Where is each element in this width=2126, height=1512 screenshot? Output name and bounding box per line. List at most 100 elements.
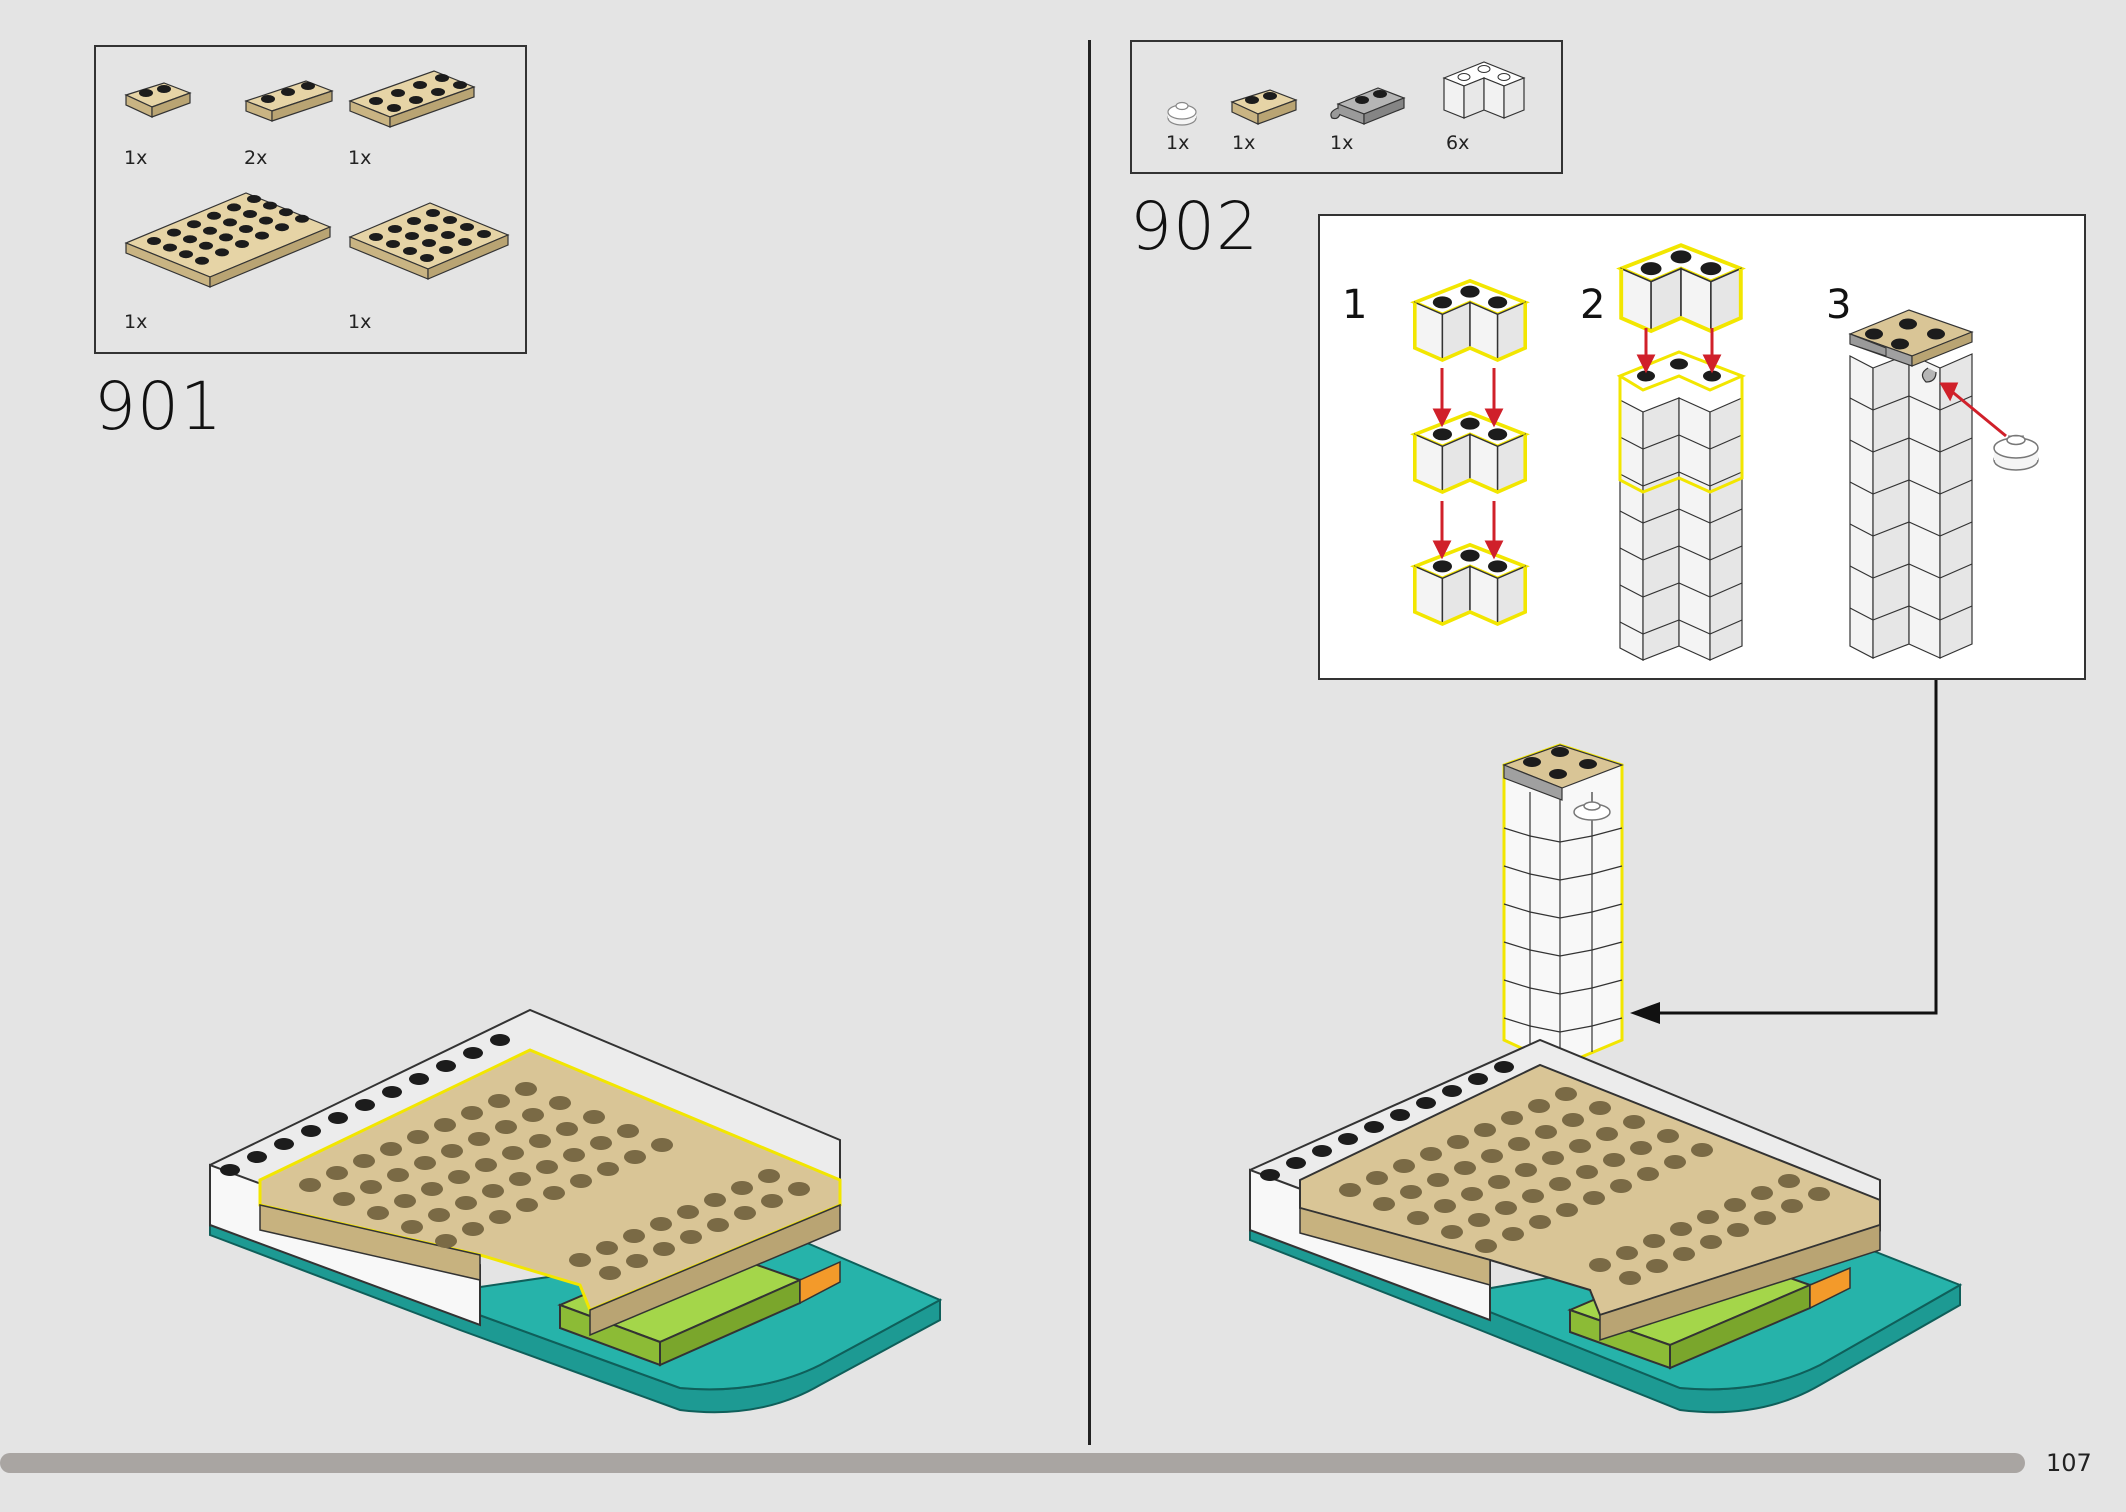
stud (274, 1138, 294, 1150)
stud (428, 1208, 450, 1222)
part-plate-1x3-icon (244, 80, 334, 122)
stud (387, 1168, 409, 1182)
stud (434, 1118, 456, 1132)
stud (569, 1253, 591, 1267)
stud (704, 1193, 726, 1207)
stud (367, 1206, 389, 1220)
stud (275, 223, 289, 232)
stud (1576, 1165, 1598, 1179)
stud (462, 1222, 484, 1236)
stud (369, 233, 383, 241)
stud (1751, 1186, 1773, 1200)
stud (1556, 1203, 1578, 1217)
stud (482, 1184, 504, 1198)
stud (1508, 1137, 1530, 1151)
stud (463, 1047, 483, 1059)
stud (563, 1148, 585, 1162)
part-qty: 1x (1166, 132, 1190, 154)
stud (490, 1034, 510, 1046)
stud (355, 1099, 375, 1111)
stud (590, 1136, 612, 1150)
stud (255, 231, 269, 240)
stud (279, 208, 293, 217)
stud (1623, 1115, 1645, 1129)
stud (147, 237, 161, 245)
stud (1569, 1139, 1591, 1153)
column-stack (1616, 350, 1746, 661)
stud (1673, 1247, 1695, 1261)
white-brick-tower (1502, 743, 1624, 1068)
stud (489, 1210, 511, 1224)
part-round-plate-icon (1167, 101, 1197, 126)
stud (468, 1132, 490, 1146)
stud (301, 1125, 321, 1137)
stud (380, 1142, 402, 1156)
stud (409, 1073, 429, 1085)
substep-3-illustration (1848, 309, 2039, 659)
stud (1637, 1167, 1659, 1181)
stud (617, 1124, 639, 1138)
substep-1-illustration (1413, 278, 1527, 626)
stud (477, 230, 491, 238)
stud (1664, 1155, 1686, 1169)
part-qty: 2x (244, 147, 268, 169)
stud (1657, 1129, 1679, 1143)
stud (1434, 1199, 1456, 1213)
progress-bar (0, 1453, 2025, 1473)
stud (187, 220, 201, 229)
stud (515, 1082, 537, 1096)
stud (1610, 1179, 1632, 1193)
stud (461, 1106, 483, 1120)
stud (488, 1094, 510, 1108)
stud (680, 1230, 702, 1244)
stud (570, 1174, 592, 1188)
stud (1416, 1097, 1436, 1109)
model-assembly-left (209, 1008, 943, 1414)
stud (1727, 1223, 1749, 1237)
stud (1286, 1157, 1306, 1169)
part-qty: 6x (1446, 132, 1470, 154)
stud (1407, 1211, 1429, 1225)
stud (167, 228, 181, 237)
stud (475, 1158, 497, 1172)
part-qty: 1x (124, 147, 148, 169)
stud (502, 1146, 524, 1160)
part-clip-plate-icon (1330, 87, 1406, 125)
stud (163, 243, 177, 252)
stud (1646, 1259, 1668, 1273)
stud (421, 1182, 443, 1196)
stud (1468, 1213, 1490, 1227)
part-qty: 1x (124, 311, 148, 333)
stud (596, 1241, 618, 1255)
stud (436, 1060, 456, 1072)
stud (1475, 1239, 1497, 1253)
stud (1312, 1145, 1332, 1157)
stud (1474, 1123, 1496, 1137)
stud (199, 241, 213, 250)
stud (734, 1206, 756, 1220)
stud (460, 223, 474, 231)
build-arrow-icon (1432, 368, 1504, 560)
stud (179, 250, 193, 259)
stud (758, 1169, 780, 1183)
stud (405, 232, 419, 240)
stud (1670, 1222, 1692, 1236)
stud (1488, 1175, 1510, 1189)
round-plate-piece (1993, 434, 2039, 471)
stud (556, 1122, 578, 1136)
substep-callout: 1 2 3 (1318, 214, 2086, 680)
stud (788, 1182, 810, 1196)
stud (1630, 1141, 1652, 1155)
stud (1501, 1111, 1523, 1125)
part-plate-4x6-icon (124, 192, 332, 288)
stud (583, 1110, 605, 1124)
stud (623, 1229, 645, 1243)
stud (1494, 1061, 1514, 1073)
stud (1619, 1271, 1641, 1285)
stud (1339, 1183, 1361, 1197)
stud (1338, 1133, 1358, 1145)
stud (215, 248, 229, 257)
stud (1495, 1201, 1517, 1215)
stud (220, 1164, 240, 1176)
stud (243, 210, 257, 218)
